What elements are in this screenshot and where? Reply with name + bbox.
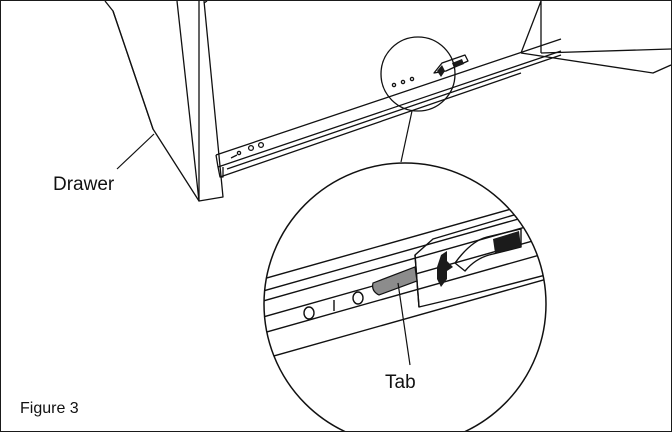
drawer-leader-line	[116, 133, 155, 170]
magnified-circle-outline	[263, 162, 547, 431]
bracket-dark-piece	[452, 59, 464, 68]
rail-hole	[352, 291, 364, 305]
tab-shape	[372, 266, 418, 296]
slide-rail	[215, 38, 562, 178]
drawer-label: Drawer	[53, 174, 115, 195]
callout-connector	[400, 110, 413, 163]
drawer-front-edge	[176, 1, 224, 202]
slot-dark	[493, 231, 521, 253]
tab-leader-line	[397, 282, 411, 366]
tab-label: Tab	[385, 372, 416, 393]
rail-hole	[303, 306, 315, 320]
figure-caption: Figure 3	[20, 400, 79, 417]
rail-lower	[264, 232, 546, 360]
detail-callout-circle	[380, 36, 456, 112]
cabinet-right-box	[520, 1, 671, 74]
latch-dark	[437, 251, 453, 287]
drawer-cabinet	[104, 1, 671, 202]
